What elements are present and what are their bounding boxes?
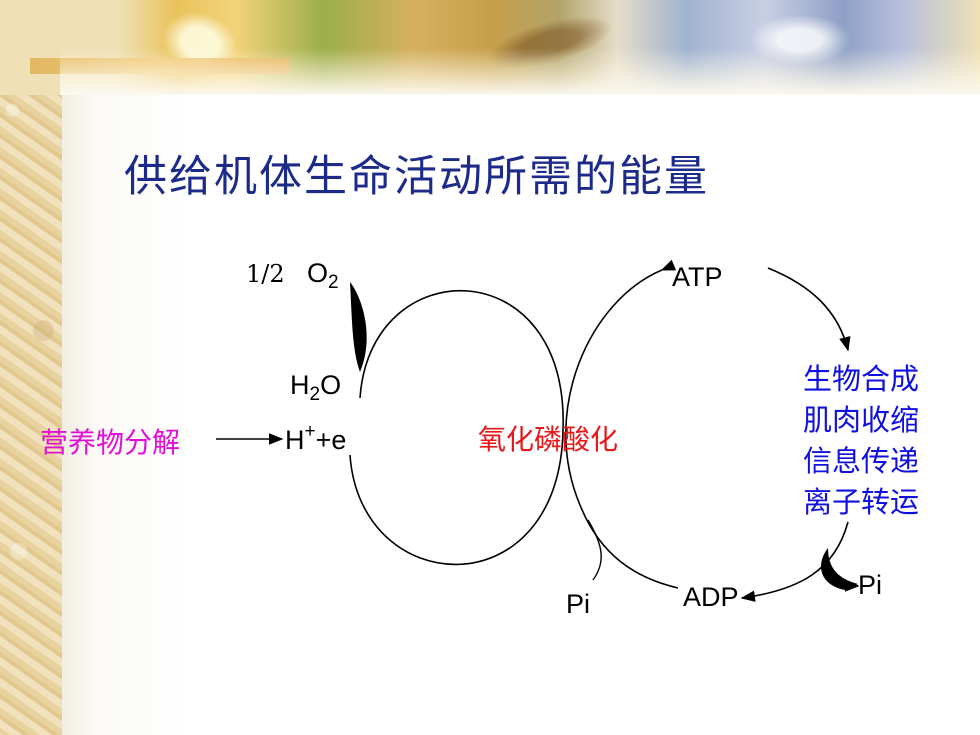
pi-entry-curve xyxy=(587,519,602,581)
oxygen-reduction-wedge xyxy=(350,282,367,372)
slide-title: 供给机体生命活动所需的能量 xyxy=(124,152,709,202)
oxygen-label: O2 xyxy=(307,258,339,293)
pi-output-label: Pi xyxy=(858,570,882,600)
atp-to-uses-arrow xyxy=(767,267,851,352)
atp-adp-cycle-arc xyxy=(565,259,679,589)
pi-release-wedge xyxy=(821,548,858,590)
adp-label: ADP xyxy=(683,582,739,612)
electron-transport-cycle-arc xyxy=(349,289,564,566)
paper-texture-strip xyxy=(0,0,62,735)
energy-use-item: 肌肉收缩 xyxy=(803,403,919,437)
oxidative-phosphorylation-label: 氧化磷酸化 xyxy=(478,423,618,456)
energy-use-item: 离子转运 xyxy=(803,485,919,519)
slide-content-area xyxy=(62,95,980,735)
energy-use-item: 生物合成 xyxy=(803,362,919,396)
pi-input-label: Pi xyxy=(566,589,590,619)
proton-electron-label: H++e xyxy=(285,421,346,455)
atp-label: ATP xyxy=(672,262,723,292)
uses-to-adp-arrow xyxy=(740,521,849,602)
nutrient-breakdown-label: 营养物分解 xyxy=(40,426,180,459)
decorative-banner xyxy=(0,0,980,95)
water-label: H2O xyxy=(290,370,341,405)
energy-use-item: 信息传递 xyxy=(803,444,919,478)
oxygen-coefficient: 1/2 xyxy=(246,260,285,288)
